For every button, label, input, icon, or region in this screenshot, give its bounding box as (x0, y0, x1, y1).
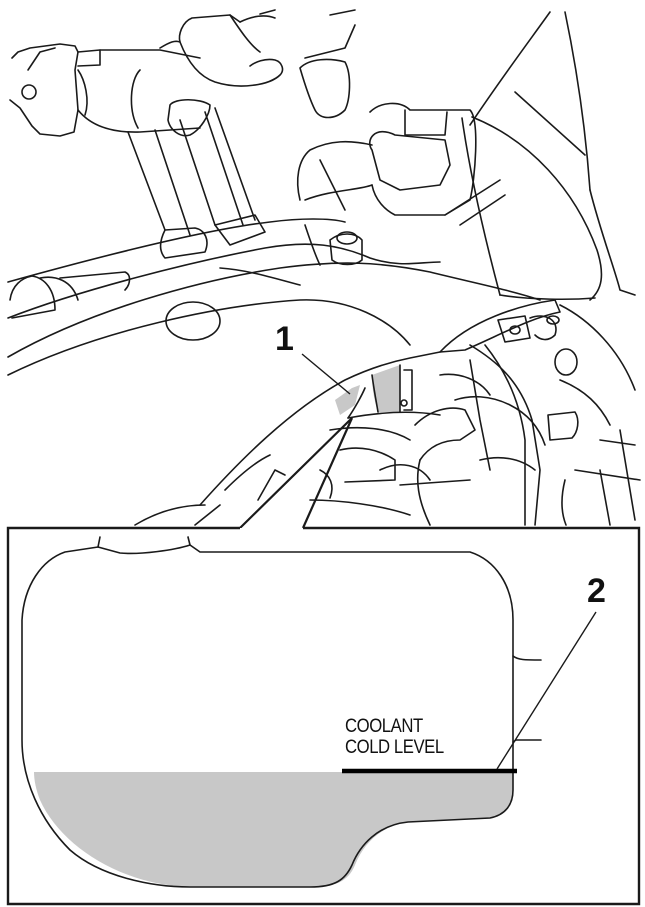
hose-cluster (379, 299, 641, 526)
mount-tab-upper (512, 655, 542, 661)
level-label-line2: COLD LEVEL (345, 737, 444, 758)
engine-block (296, 102, 506, 266)
callout-2-leader (496, 611, 597, 770)
callout-1-label: 1 (275, 320, 294, 358)
fairing (461, 11, 636, 301)
reservoir-highlight-left (335, 385, 360, 415)
filler-rib-left (97, 536, 101, 548)
reservoir-location (134, 351, 441, 526)
mount-tab-lower (512, 739, 542, 743)
level-label-line1: COOLANT (345, 716, 423, 737)
callout-2-label: 2 (587, 572, 606, 610)
reservoir-highlight-right (372, 365, 400, 412)
coolant-fill (34, 772, 513, 887)
filler-rib-right (187, 536, 191, 546)
callout-1-leader (301, 353, 351, 395)
coolant-level-label: COOLANT COLD LEVEL (345, 716, 444, 758)
inset-box (6, 526, 641, 906)
handlebar-assembly (9, 9, 356, 259)
frame-spars (7, 218, 541, 376)
engine-bay-drawing (7, 9, 641, 526)
